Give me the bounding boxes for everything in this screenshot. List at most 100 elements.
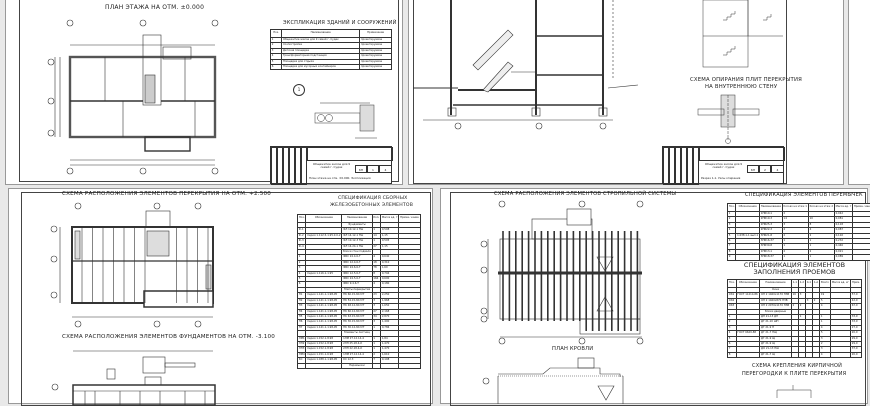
column-header: Наименование (760, 280, 792, 288)
stamp-sheets: 4 (771, 165, 784, 173)
table-cell: Серия 1.141.1-1.98-95 (306, 298, 342, 303)
table-cell: Серия 1.038.1-1.98-95 (306, 358, 342, 363)
column-header: Наименование (760, 204, 783, 212)
section-heading: Плиты перекрытия (342, 287, 372, 292)
table-cell: 6 (271, 65, 282, 70)
rafter-layout-title: СХЕМА РАСПОЛОЖЕНИЯ ЭЛЕМЕНТОВ СТРОПИЛЬНОЙ… (494, 192, 676, 198)
foundation-layout-title: СХЕМА РАСПОЛОЖЕНИЯ ЭЛЕМЕНТОВ ФУНДАМЕНТОВ… (62, 334, 275, 340)
table-cell: проектируемое (360, 65, 392, 70)
column-header: Поз. (728, 204, 736, 212)
column-header: Наименование (282, 30, 360, 38)
column-header: 1-1 (791, 280, 798, 288)
column-header: 1-А (812, 280, 819, 288)
table-cell: ГОСТ 11214-86 (736, 293, 760, 298)
column-header: Примечание (360, 30, 392, 38)
table-cell: 1.038.1-1 вып.1 (736, 233, 760, 238)
section-heading: Перемычки (342, 363, 372, 368)
stamp-stage: КП (747, 165, 759, 173)
column-header: Масса ед. кг (830, 280, 850, 288)
partition-node-drawing (775, 384, 815, 398)
column-header: 1-2 (798, 280, 805, 288)
table-cell: 1 (808, 255, 834, 260)
table-cell: Серия 1.141.1-1.98-95 (306, 304, 342, 309)
table-cell (791, 352, 798, 357)
sheet-partial (848, 0, 870, 185)
column-header: 4-1 (805, 280, 812, 288)
stamp-sheet: 1 (367, 165, 379, 173)
partition-node-title-line1: СХЕМА КРЕПЛЕНИЯ КИРПИЧНОЙ (752, 364, 842, 370)
column-header: Кол. (372, 215, 381, 223)
table-cell: Серия 1.141.1-1.98-95 (306, 293, 342, 298)
table-cell (306, 363, 342, 368)
table-cell (812, 352, 819, 357)
table-cell (798, 352, 805, 357)
column-header: Масса ед. т (381, 215, 399, 223)
floor-plan-title: ПЛАН ЭТАЖА НА ОТМ. ±0.000 (105, 5, 204, 12)
stamp-sheet-title: Разрез 1-1. Узлы опирания (701, 177, 740, 180)
table-cell: 0,089 (834, 255, 852, 260)
lintel-spec-title: СПЕЦИФИКАЦИЯ ЭЛЕМЕНТОВ ПЕРЕМЫЧЕК (745, 193, 863, 199)
table-cell: 3ПБ18-37 (760, 255, 783, 260)
stamp-grid-cell (699, 147, 785, 161)
table-cell: Серия 1.112.5-1.95.0.0-2 (306, 233, 342, 238)
stamp-object-name: Общежитие жилое для 9 семей г. Судак (701, 163, 746, 170)
table-cell (830, 352, 850, 357)
column-header: Наименование (342, 215, 372, 223)
column-header: Обозначение (736, 204, 760, 212)
slab-support-title-line2: НА ВНУТРЕННЮЮ СТЕНУ (705, 84, 777, 90)
table-cell: ОП 2 2070х1170 ПЗВ (760, 304, 792, 309)
stamp-sheet: 2 (759, 165, 771, 173)
detail-nodes-drawing (703, 0, 783, 70)
column-header: Всего (820, 280, 831, 288)
table-cell (853, 255, 870, 260)
openings-spec-title: СПЕЦИФИКАЦИЯ ЭЛЕМЕНТОВ ЗАПОЛНЕНИЯ ПРОЕМО… (727, 262, 862, 277)
slab-layout-drawing (50, 199, 230, 332)
column-header: Прим. (850, 280, 861, 288)
slab-support-title-line1: СХЕМА ОПИРАНИЯ ПЛИТ ПЕРЕКРЫТИЯ (690, 77, 802, 83)
partition-node-title-line2: ПЕРЕГОРОДКИ К ПЛИТЕ ПЕРЕКРЫТИЯ (742, 372, 846, 378)
column-header: Кол-во на этаж 1 (782, 204, 808, 212)
table-cell: ОП 2 1460х870 ПЗВ (760, 298, 792, 303)
rc-spec-title-line1: СПЕЦИФИКАЦИЯ СБОРНЫХ (338, 196, 407, 201)
stamp-stage: КП (355, 165, 367, 173)
column-header: Кол-во на этаж 2 (808, 204, 834, 212)
table-cell (805, 352, 812, 357)
column-header: Приме- чание (853, 204, 870, 212)
table-cell (298, 363, 306, 368)
roof-plan-title: ПЛАН КРОВЛИ (552, 347, 593, 353)
table-cell: Серия 1.141.1-1.98-95 (306, 325, 342, 330)
slab-layout-title: СХЕМА РАСПОЛОЖЕНИЯ ЭЛЕМЕНТОВ ПЕРЕКРЫТИЯ … (62, 191, 271, 197)
section-heading: Элементы лестниц (342, 331, 372, 336)
building-section-drawing (413, 0, 643, 130)
table-cell: 9 (728, 255, 736, 260)
node-marker: 1 (293, 84, 305, 96)
table-cell (736, 352, 760, 357)
table-cell (736, 255, 760, 260)
table-cell (381, 363, 399, 368)
table-cell: Серия 1.141.1-1.98-95 (306, 309, 342, 314)
foundation-layout-drawing (45, 343, 230, 403)
column-header: Обозначение (736, 280, 760, 288)
table-cell: Серия 1.141.1-1.98-95 (306, 314, 342, 319)
column-header: Поз. (271, 30, 282, 38)
rafter-layout-drawing (470, 201, 670, 345)
table-row: Перемычки (298, 363, 421, 368)
table-cell: Площадка для мусорных контейнеров (282, 65, 360, 70)
column-header: Поз. (298, 215, 306, 223)
roof-plan-drawing (478, 356, 648, 404)
column-header: Масса ед. т (834, 204, 852, 212)
table-cell: ДГ 21-7 Щ (760, 352, 792, 357)
explication-title: ЭКСПЛИКАЦИЯ ЗДАНИЙ И СООРУЖЕНИЙ (283, 21, 397, 27)
table-cell: 1 (782, 255, 808, 260)
stamp-sheets: 4 (379, 165, 392, 173)
column-header: Поз. (728, 280, 737, 288)
